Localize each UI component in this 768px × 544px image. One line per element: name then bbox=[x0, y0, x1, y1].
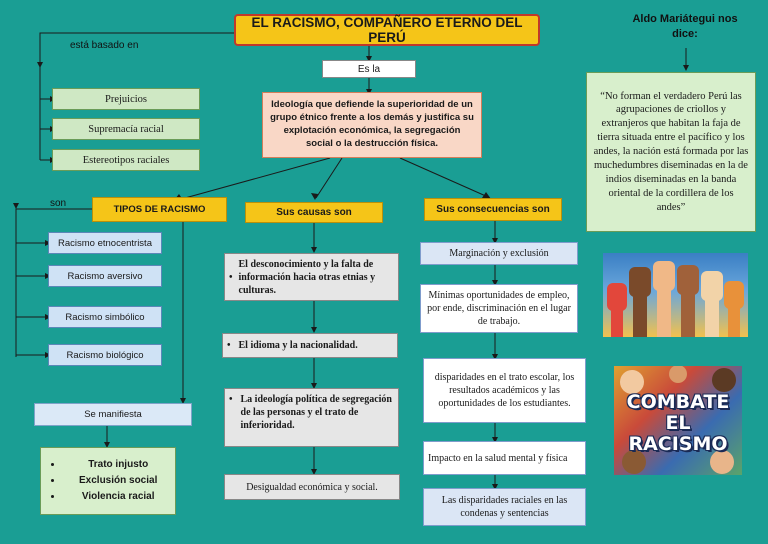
consecuencia-item: disparidades en el trato escolar, los re… bbox=[423, 358, 586, 423]
label-es-la: Es la bbox=[322, 60, 416, 78]
causa-text: El desconocimiento y la falta de informa… bbox=[239, 258, 394, 297]
poster-text: COMBATE EL RACISMO bbox=[614, 392, 742, 455]
causa-item: •La ideología política de segregación de… bbox=[224, 388, 399, 447]
causa-item: •El idioma y la nacionalidad. bbox=[222, 333, 398, 358]
manifestacion-item: Exclusión social bbox=[63, 475, 157, 486]
definition-box: Ideología que defiende la superioridad d… bbox=[262, 92, 482, 158]
se-manifiesta-box: Se manifiesta bbox=[34, 403, 192, 426]
causa-text: El idioma y la nacionalidad. bbox=[239, 340, 358, 351]
causas-header: Sus causas son bbox=[245, 202, 383, 223]
consecuencia-item: Impacto en la salud mental y física bbox=[423, 441, 586, 475]
fists-image bbox=[603, 253, 748, 337]
consecuencia-item: Marginación y exclusión bbox=[420, 242, 578, 265]
causa-final: Desigualdad económica y social. bbox=[224, 474, 400, 500]
base-supremacia: Supremacía racial bbox=[52, 118, 200, 140]
label-basado-en: está basado en bbox=[70, 40, 138, 51]
tipo-biologico: Racismo biológico bbox=[48, 344, 162, 366]
causa-item: •El desconocimiento y la falta de inform… bbox=[224, 253, 399, 301]
base-estereotipos: Estereotipos raciales bbox=[52, 149, 200, 171]
tipo-aversivo: Racismo aversivo bbox=[48, 265, 162, 287]
label-son: son bbox=[50, 198, 66, 209]
page-title: EL RACISMO, COMPAÑERO ETERNO DEL PERÚ bbox=[234, 14, 540, 46]
combate-racismo-poster: COMBATE EL RACISMO bbox=[614, 366, 742, 475]
consecuencia-item: Mínimas oportunidades de empleo, por end… bbox=[420, 284, 578, 333]
tipo-simbolico: Racismo simbólico bbox=[48, 306, 162, 328]
quote-box: “No forman el verdadero Perú las agrupac… bbox=[586, 72, 756, 232]
manifestaciones-box: Trato injusto Exclusión social Violencia… bbox=[40, 447, 176, 515]
base-prejuicios: Prejuicios bbox=[52, 88, 200, 110]
consecuencias-header: Sus consecuencias son bbox=[424, 198, 562, 221]
manifestacion-item: Trato injusto bbox=[63, 459, 157, 470]
causa-text: La ideología política de segregación de … bbox=[241, 393, 394, 432]
tipo-etnocentrista: Racismo etnocentrista bbox=[48, 232, 162, 254]
tipos-header: TIPOS DE RACISMO bbox=[92, 197, 227, 222]
consecuencia-item: Las disparidades raciales en las condena… bbox=[423, 488, 586, 526]
manifestacion-item: Violencia racial bbox=[63, 491, 157, 502]
quote-author: Aldo Mariátegui nos dice: bbox=[630, 12, 740, 43]
